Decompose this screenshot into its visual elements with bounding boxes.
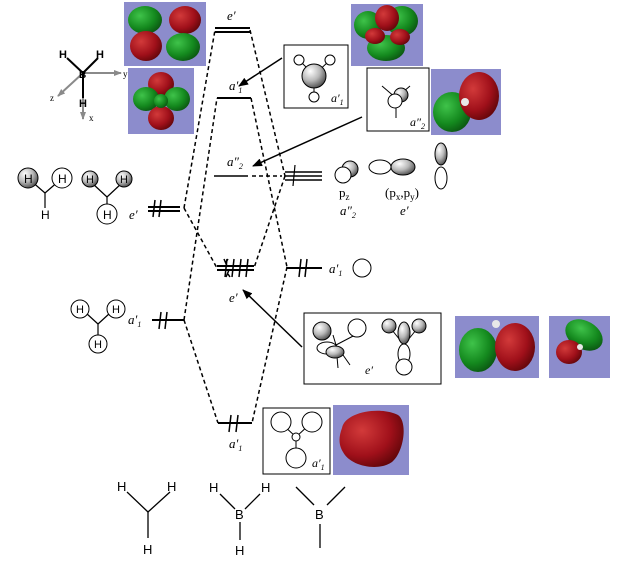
frame-h-right: H bbox=[96, 49, 104, 61]
z-axis-arrow bbox=[57, 72, 84, 97]
b-level-s: a′1 bbox=[287, 258, 372, 278]
frame-h-left: H bbox=[59, 49, 67, 61]
orbital-render-e-top-1 bbox=[124, 2, 206, 66]
orbital-render-a1-upper bbox=[128, 68, 194, 134]
orbital-render-a1-bottom bbox=[333, 405, 409, 475]
box2-label: a″2 bbox=[410, 115, 425, 131]
label-h3-a1: a′1 bbox=[128, 312, 141, 329]
label-a1-bottom: a′1 bbox=[229, 436, 242, 453]
svg-text:H: H bbox=[167, 479, 176, 494]
b-pz-orbital-pic: pz a″2 bbox=[334, 160, 359, 220]
frame-b: B bbox=[79, 70, 86, 81]
svg-text:H: H bbox=[117, 479, 126, 494]
svg-text:H: H bbox=[103, 208, 112, 222]
svg-text:H: H bbox=[94, 339, 102, 351]
svg-text:B: B bbox=[315, 507, 324, 522]
box4-label: a′1 bbox=[312, 456, 325, 472]
h3-e-orbital-pic-2: H H H bbox=[81, 170, 133, 225]
h3-level-a1: a′1 bbox=[128, 311, 184, 330]
label-pz: pz bbox=[339, 185, 350, 202]
frame-h-bottom: H bbox=[79, 98, 87, 110]
svg-text:H: H bbox=[235, 543, 244, 558]
structure-bh3: H H B H bbox=[209, 480, 270, 558]
svg-text:H: H bbox=[86, 174, 94, 186]
svg-text:H: H bbox=[261, 480, 270, 495]
label-b-s: a′1 bbox=[329, 261, 342, 278]
label-pxy-sym: e′ bbox=[400, 203, 409, 218]
box-e-mid: e′ bbox=[303, 312, 442, 385]
h3-e-orbital-pic-1: H H H bbox=[17, 167, 73, 222]
box1-label: a′1 bbox=[331, 91, 344, 107]
coordinate-frame: y z x H H B H bbox=[50, 49, 128, 123]
mo-level-a1-bottom: a′1 bbox=[218, 414, 252, 453]
mo-level-e-top: e′ bbox=[215, 8, 250, 33]
svg-text:H: H bbox=[209, 480, 218, 495]
label-h3-e: e′ bbox=[129, 207, 138, 222]
svg-text:H: H bbox=[58, 172, 67, 186]
label-pxy: (px,py) bbox=[385, 185, 419, 202]
label-e-top: e′ bbox=[227, 8, 236, 23]
b-pxy-orbital-pic: (px,py) e′ bbox=[368, 142, 448, 218]
arrow-to-a2-nonbond bbox=[252, 116, 363, 167]
h3-a1-orbital-pic: H H H bbox=[70, 299, 126, 354]
label-a1-upper: a′1 bbox=[229, 78, 242, 95]
label-e-mid: e′ bbox=[229, 290, 238, 305]
h3-level-e: e′ bbox=[129, 199, 180, 222]
label-pz-sym: a″2 bbox=[340, 203, 356, 220]
orbital-render-e-mid-2 bbox=[549, 316, 610, 378]
label-a2-nonbond: a″2 bbox=[227, 154, 243, 171]
mo-level-a1-upper: a′1 bbox=[217, 78, 251, 99]
box-a1-bottom: a′1 bbox=[262, 407, 331, 475]
svg-text:H: H bbox=[76, 304, 84, 316]
svg-text:H: H bbox=[24, 172, 33, 186]
svg-text:H: H bbox=[112, 304, 120, 316]
orbital-render-e-top-2 bbox=[351, 4, 423, 66]
mo-level-e-mid: e′ bbox=[217, 258, 254, 305]
correlation-lines bbox=[183, 29, 288, 424]
structure-h3: H H H bbox=[117, 479, 176, 557]
svg-text:H: H bbox=[143, 542, 152, 557]
svg-text:H: H bbox=[120, 174, 128, 186]
structure-b-frame: B bbox=[295, 486, 346, 548]
z-axis-label: z bbox=[50, 93, 54, 103]
arrow-to-e-mid bbox=[242, 289, 303, 348]
arrow-to-a1-upper bbox=[238, 57, 283, 87]
pointer-arrows bbox=[238, 57, 363, 348]
orbital-render-e-mid-1 bbox=[455, 316, 539, 378]
box-a1-upper: a′1 bbox=[283, 44, 349, 109]
box-a2-nonbond: a″2 bbox=[366, 67, 430, 132]
orbital-render-a2-nonbond bbox=[431, 69, 501, 135]
y-axis-label: y bbox=[123, 69, 128, 79]
svg-text:B: B bbox=[235, 507, 244, 522]
svg-text:H: H bbox=[41, 208, 50, 222]
x-axis-label: x bbox=[89, 113, 94, 123]
b-level-p bbox=[285, 164, 322, 187]
box3-label: e′ bbox=[365, 363, 373, 377]
